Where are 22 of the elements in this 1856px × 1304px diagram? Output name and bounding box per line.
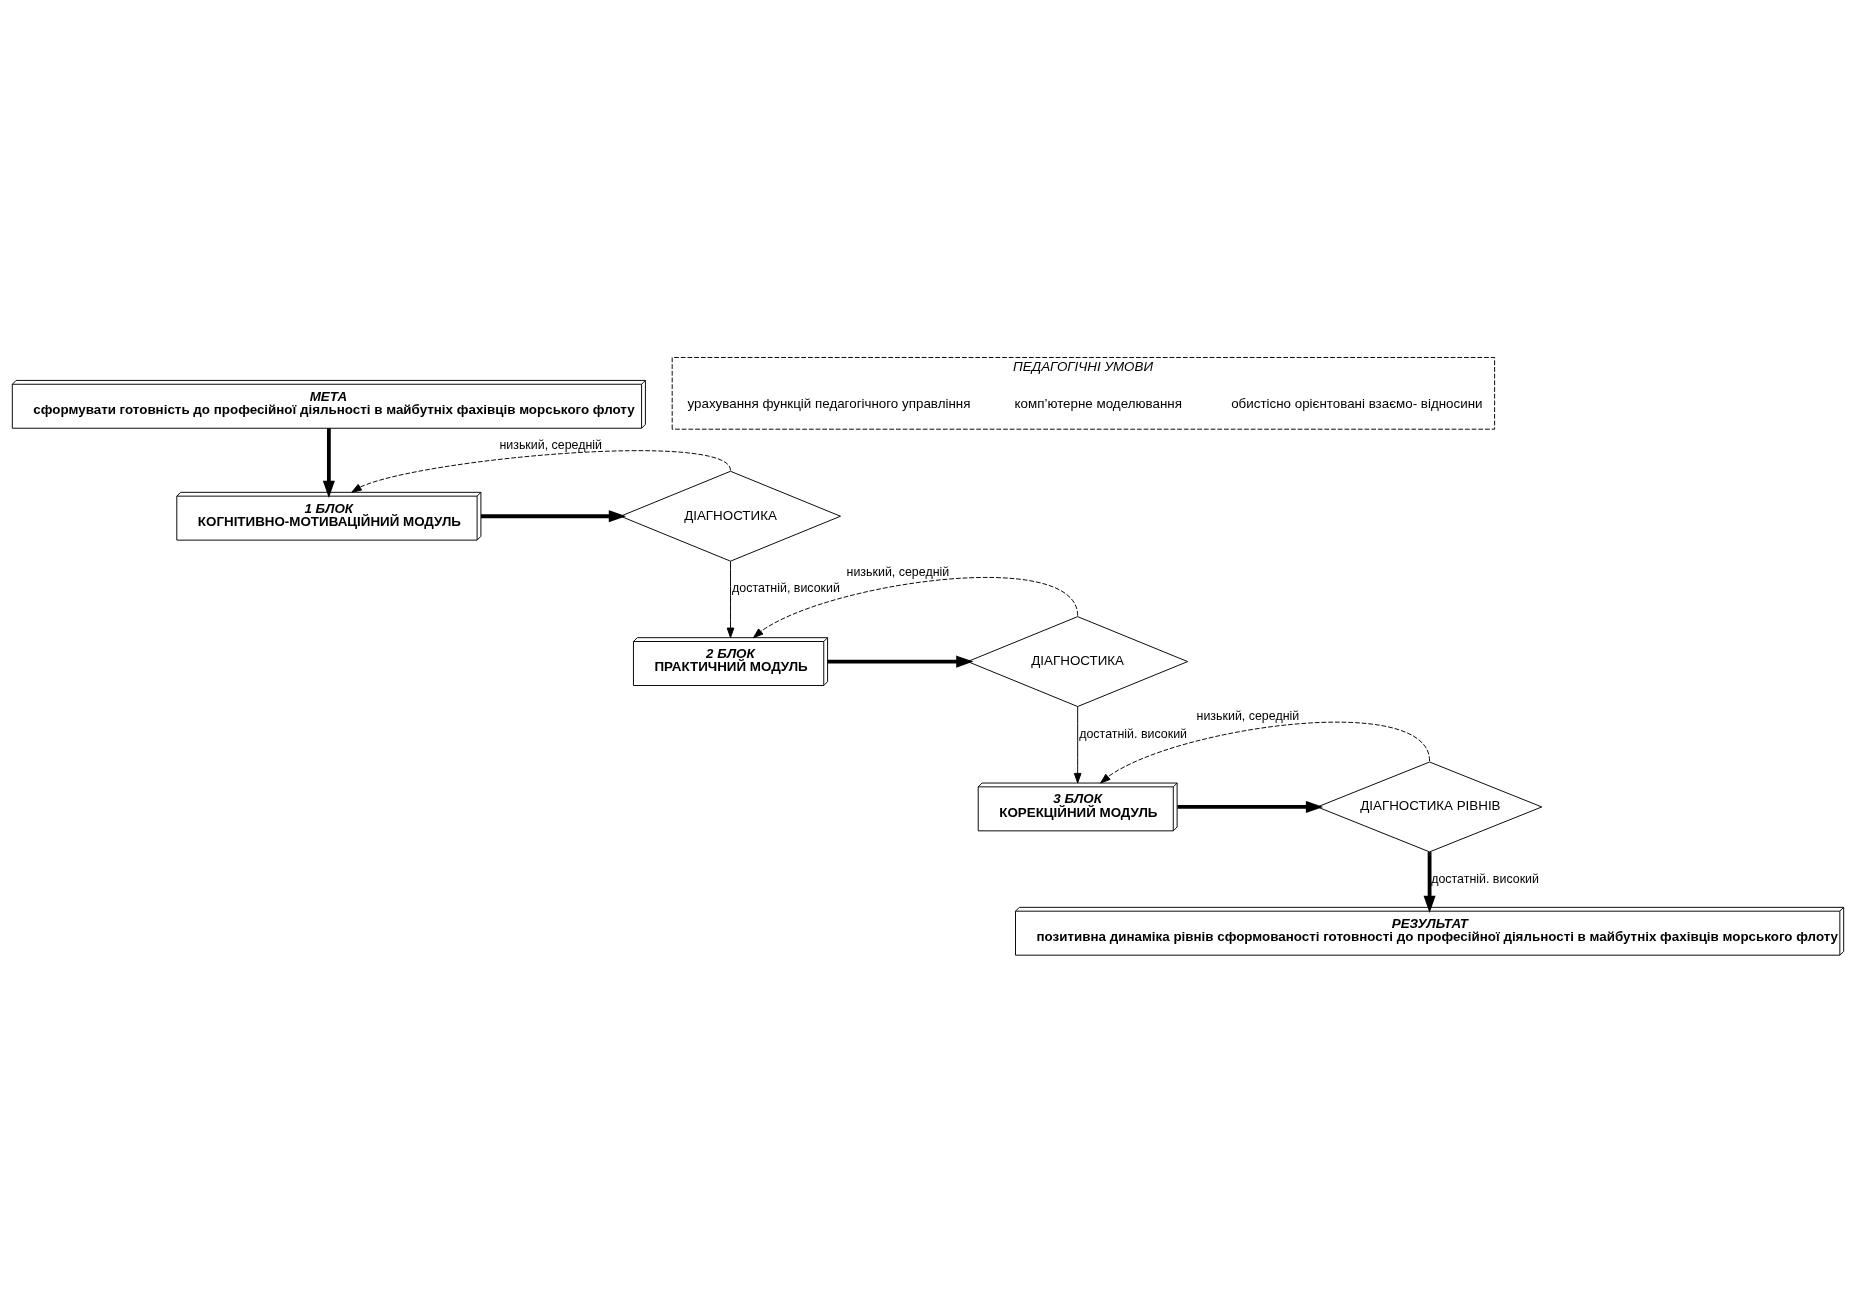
edge-label: низький, середній [1196,708,1300,723]
node-diamond: ДІАГНОСТИКА [620,470,841,562]
arrow [351,449,731,493]
node-text: комп’ютерне моделювання [1014,395,1182,411]
node-diamond: ДІАГНОСТИКА [967,615,1189,707]
edge-label: низький, середній [499,437,603,452]
arrow [1423,851,1436,913]
arrow [480,509,627,522]
arrow [753,576,1079,638]
edge-label: достатній, високий [732,580,840,595]
arrow [322,427,335,498]
arrow [1073,705,1082,783]
arrow [726,560,735,638]
arrow [1100,721,1431,783]
node-text: обистісно орієнтовані взаємо- відносини [1231,395,1483,411]
arrow [1177,800,1324,813]
edge-label: низький, середній [846,564,950,579]
node-text: урахування функцій педагогічного управління [687,395,971,411]
arrow [827,655,974,668]
edge-label: достатній. високий [1431,871,1539,886]
edge-label: достатній. високий [1079,726,1188,741]
node-diamond: ДІАГНОСТИКА РІВНІВ [1316,761,1543,852]
